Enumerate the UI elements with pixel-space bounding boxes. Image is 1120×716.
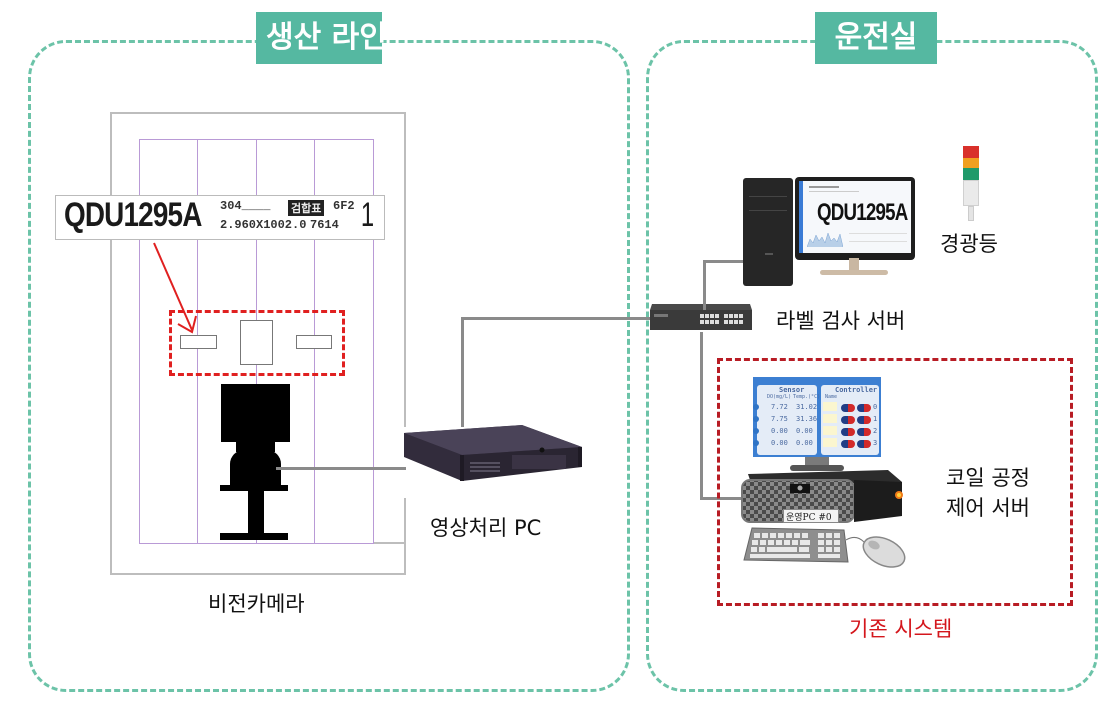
label-server-tower-icon (743, 178, 793, 286)
coil-label-grade: 6F2 (333, 199, 355, 213)
control-server-monitor-icon: Sensor Controller DO(mg/L) Temp.(°C) Nam… (753, 377, 881, 457)
warning-light-icon (963, 146, 979, 221)
legacy-system-label: 기존 시스템 (849, 617, 953, 641)
mouse-icon (862, 536, 906, 568)
control-room-title: 운전실 (815, 12, 937, 64)
coil-label-spec-line2: 2.960X1002.0 (220, 218, 307, 232)
center-label-plate (240, 320, 273, 365)
on-off-toggle-4 (857, 440, 871, 448)
sensor-col-do: DO(mg/L) (767, 394, 792, 400)
sensor-row-3-do: 0.00 (771, 427, 788, 435)
controller-row-1-no: 0 (873, 403, 878, 411)
network-switch-icon (650, 304, 752, 330)
control-server-label-line1: 코일 공정 (946, 466, 1030, 490)
coil-label: QDU1295A 304____ 검합표 6F2 2.960X1002.0 76… (55, 195, 385, 240)
coil-label-code: QDU1295A (64, 196, 202, 234)
sensor-row-1-do: 7.72 (771, 403, 788, 411)
warning-light-label: 경광등 (940, 232, 998, 256)
sensor-row-1-temp: 31.02 (796, 403, 818, 411)
pc-to-switch-cable-horizontal (461, 317, 651, 320)
pc-to-switch-cable-vertical (461, 317, 464, 427)
vision-camera-label: 비전카메라 (208, 592, 305, 616)
label-server-label: 라벨 검사 서버 (776, 309, 906, 333)
left-label-plate (180, 335, 217, 349)
camera-to-pc-cable (276, 467, 406, 470)
warning-light-green (963, 168, 979, 180)
sensor-col-temp: Temp.(°C) (793, 394, 821, 400)
label-server-screen-code: QDU1295A (817, 199, 908, 226)
sensor-row-3-temp: 0.00 (796, 427, 813, 435)
sensor-row-2-do: 7.75 (771, 415, 788, 423)
legacy-system-region (717, 358, 1073, 606)
switch-to-label-server-cable-vertical (703, 260, 706, 310)
auto-manual-toggle-1 (841, 404, 855, 412)
sensor-row-4-temp: 0.00 (796, 439, 813, 447)
controller-col-name: Name (825, 394, 838, 400)
label-pointer-arrow (153, 242, 197, 334)
on-off-toggle-1 (857, 404, 871, 412)
coil-label-sequence: 1 (360, 196, 375, 234)
cable-mouse (846, 536, 865, 543)
image-processing-pc-icon (404, 425, 582, 481)
controller-header: Controller (835, 386, 878, 394)
auto-manual-toggle-3 (841, 428, 855, 436)
warning-light-base (963, 180, 979, 206)
auto-manual-toggle-2 (841, 416, 855, 424)
keyboard-icon (743, 527, 849, 563)
switch-to-label-server-cable-horizontal (703, 260, 745, 263)
switch-to-control-server-cable-vertical (700, 332, 703, 500)
controller-row-2-no: 1 (873, 415, 878, 423)
image-pc-label: 영상처리 PC (430, 516, 542, 540)
controller-row-4-no: 3 (873, 439, 878, 447)
on-off-toggle-2 (857, 416, 871, 424)
pc-tag-text: 운영PC #0 (786, 513, 832, 523)
warning-light-red (963, 146, 979, 158)
controller-row-3-no: 2 (873, 427, 878, 435)
warning-light-amber (963, 158, 979, 168)
auto-manual-toggle-4 (841, 440, 855, 448)
sensor-row-4-do: 0.00 (771, 439, 788, 447)
pc-tag: 운영PC #0 (783, 509, 839, 523)
label-server-screen: QDU1295A (799, 181, 911, 253)
coil-label-badge: 검합표 (288, 200, 325, 216)
label-server-monitor-icon: QDU1295A (795, 177, 915, 260)
coil-label-spec-line1: 304____ (220, 199, 271, 213)
on-off-toggle-3 (857, 428, 871, 436)
production-line-title: 생산 라인 (256, 12, 387, 64)
sensor-header: Sensor (779, 386, 805, 394)
inspection-region-highlight (169, 310, 345, 376)
right-label-plate (296, 335, 332, 349)
sensor-row-2-temp: 31.36 (796, 415, 818, 423)
switch-to-control-server-cable-horizontal (700, 497, 744, 500)
coil-label-number: 7614 (310, 218, 339, 232)
control-server-label-line2: 제어 서버 (946, 496, 1030, 520)
